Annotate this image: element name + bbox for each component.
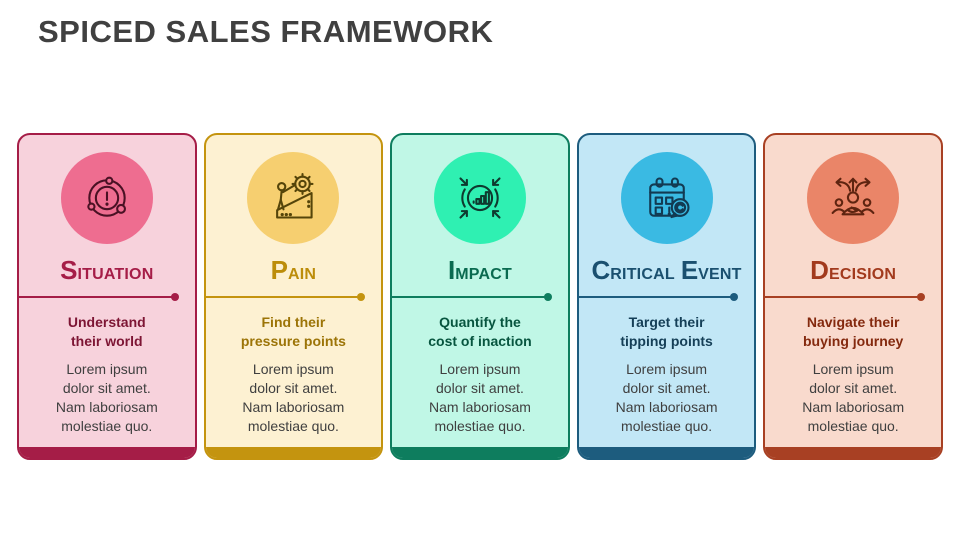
- divider-line: [765, 295, 918, 299]
- effort-gear-icon: [276, 172, 314, 219]
- body-line: Nam laboriosam: [242, 399, 345, 415]
- pain-icon-circle: [247, 152, 340, 244]
- body-line: dolor sit amet.: [249, 380, 338, 396]
- body-line: Lorem ipsum: [66, 361, 148, 377]
- cards-row: SITUATION Understand their world Lorem i…: [17, 133, 943, 460]
- divider-dot: [543, 293, 552, 301]
- calendar-alert-icon: [648, 177, 690, 219]
- body-line: molestiae quo.: [434, 418, 526, 434]
- card-body: Lorem ipsum dolor sit amet. Nam laborios…: [19, 360, 195, 436]
- card-bottom-bar: [392, 447, 568, 458]
- body-line: molestiae quo.: [621, 418, 713, 434]
- subtitle-line: Find their: [261, 314, 326, 330]
- subtitle-line: Navigate their: [806, 314, 900, 330]
- card-title: SITUATION: [60, 255, 154, 285]
- subtitle-line: Quantify the: [439, 314, 521, 330]
- card-body: Lorem ipsum dolor sit amet. Nam laborios…: [579, 360, 755, 436]
- card-subtitle: Navigate their buying journey: [765, 313, 941, 351]
- divider-line: [205, 295, 359, 299]
- divider: [392, 293, 568, 301]
- subtitle-line: cost of inaction: [428, 333, 532, 349]
- card-body: Lorem ipsum dolor sit amet. Nam laborios…: [206, 360, 382, 436]
- impact-icon-circle: [433, 152, 526, 244]
- subtitle-line: their world: [71, 333, 143, 349]
- divider: [19, 293, 195, 301]
- card-subtitle: Quantify the cost of inaction: [392, 313, 568, 351]
- subtitle-line: pressure points: [240, 333, 346, 349]
- body-line: dolor sit amet.: [62, 380, 151, 396]
- converging-chart-icon: [459, 177, 501, 219]
- subtitle-line: tipping points: [620, 333, 713, 349]
- body-line: Nam laboriosam: [802, 399, 905, 415]
- card-subtitle: Target their tipping points: [579, 313, 755, 351]
- card-bottom-bar: [765, 447, 941, 458]
- divider: [765, 293, 941, 301]
- slide-title: SPICED SALES FRAMEWORK: [38, 14, 494, 49]
- alert-network-icon: [87, 176, 126, 217]
- body-line: molestiae quo.: [247, 418, 339, 434]
- body-line: molestiae quo.: [807, 418, 899, 434]
- divider-dot: [170, 293, 179, 301]
- card-body: Lorem ipsum dolor sit amet. Nam laborios…: [765, 360, 941, 436]
- card-situation: SITUATION Understand their world Lorem i…: [17, 133, 197, 460]
- decision-paths-icon: [831, 177, 875, 216]
- situation-icon-circle: [60, 152, 153, 244]
- card-decision: DECISION Navigate their buying journey L…: [763, 133, 943, 460]
- subtitle-line: Target their: [628, 314, 705, 330]
- divider-dot: [730, 293, 739, 301]
- divider-dot: [916, 293, 925, 301]
- body-line: Lorem ipsum: [626, 361, 708, 377]
- body-line: Nam laboriosam: [615, 399, 718, 415]
- card-title: IMPACT: [448, 255, 512, 285]
- divider-line: [19, 295, 172, 299]
- card-pain: PAIN Find their pressure points Lorem ip…: [203, 133, 384, 460]
- body-line: molestiae quo.: [61, 418, 153, 434]
- body-line: Lorem ipsum: [439, 361, 521, 377]
- card-subtitle: Find their pressure points: [206, 313, 382, 351]
- body-line: dolor sit amet.: [622, 380, 711, 396]
- body-line: dolor sit amet.: [809, 380, 898, 396]
- body-line: Nam laboriosam: [429, 399, 531, 415]
- divider-line: [392, 295, 545, 299]
- subtitle-line: Understand: [67, 314, 146, 330]
- card-bottom-bar: [205, 447, 382, 458]
- divider: [205, 293, 382, 301]
- card-title: PAIN: [270, 255, 317, 285]
- decision-icon-circle: [807, 152, 900, 244]
- card-bottom-bar: [19, 447, 195, 458]
- card-title: DECISION: [810, 255, 897, 285]
- body-line: Lorem ipsum: [252, 361, 334, 377]
- divider: [578, 293, 755, 301]
- card-subtitle: Understand their world: [19, 313, 195, 351]
- card-impact: IMPACT Quantify the cost of inaction Lor…: [390, 133, 570, 460]
- body-line: dolor sit amet.: [436, 380, 524, 396]
- body-line: Lorem ipsum: [812, 361, 894, 377]
- divider-line: [578, 295, 732, 299]
- subtitle-line: buying journey: [803, 333, 904, 349]
- card-body: Lorem ipsum dolor sit amet. Nam laborios…: [392, 360, 568, 436]
- card-bottom-bar: [578, 447, 755, 458]
- body-line: Nam laboriosam: [55, 399, 158, 415]
- critical-event-icon-circle: [620, 152, 713, 244]
- divider-dot: [357, 293, 366, 301]
